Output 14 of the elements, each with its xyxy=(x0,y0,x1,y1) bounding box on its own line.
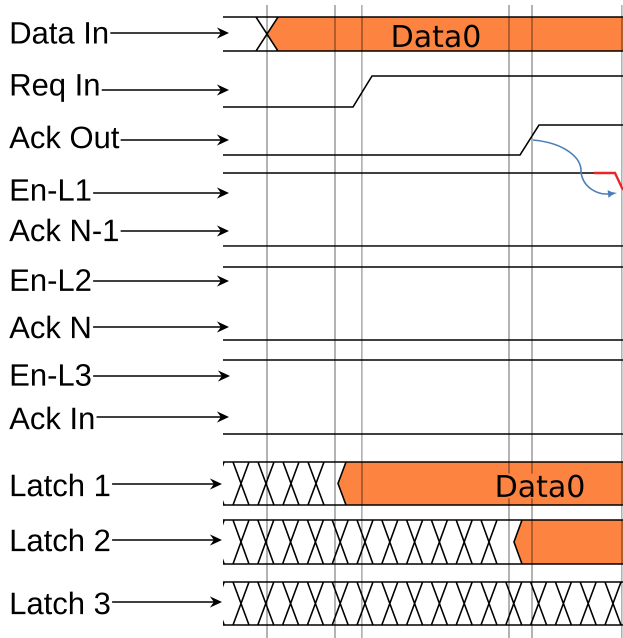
signal-label: Ack In xyxy=(9,406,94,430)
signal-label: Latch 2 xyxy=(12,528,110,552)
signal-label: En-L3 xyxy=(12,364,91,386)
signal-label: Ack Out xyxy=(9,126,120,148)
bus-value-label: Data0 xyxy=(390,24,482,48)
signal-label: Data In xyxy=(12,22,108,44)
bus-value-label: Data0 xyxy=(494,474,586,498)
signal-label: Ack N xyxy=(9,316,90,338)
signal-label: Req In xyxy=(12,74,98,102)
signal-label: Ack N-1 xyxy=(9,218,118,242)
signal-label: En-L2 xyxy=(12,269,90,291)
signal-label: Latch 3 xyxy=(12,592,110,614)
signal-label: En-L1 xyxy=(12,179,90,201)
signal-label: Latch 1 xyxy=(12,474,110,496)
